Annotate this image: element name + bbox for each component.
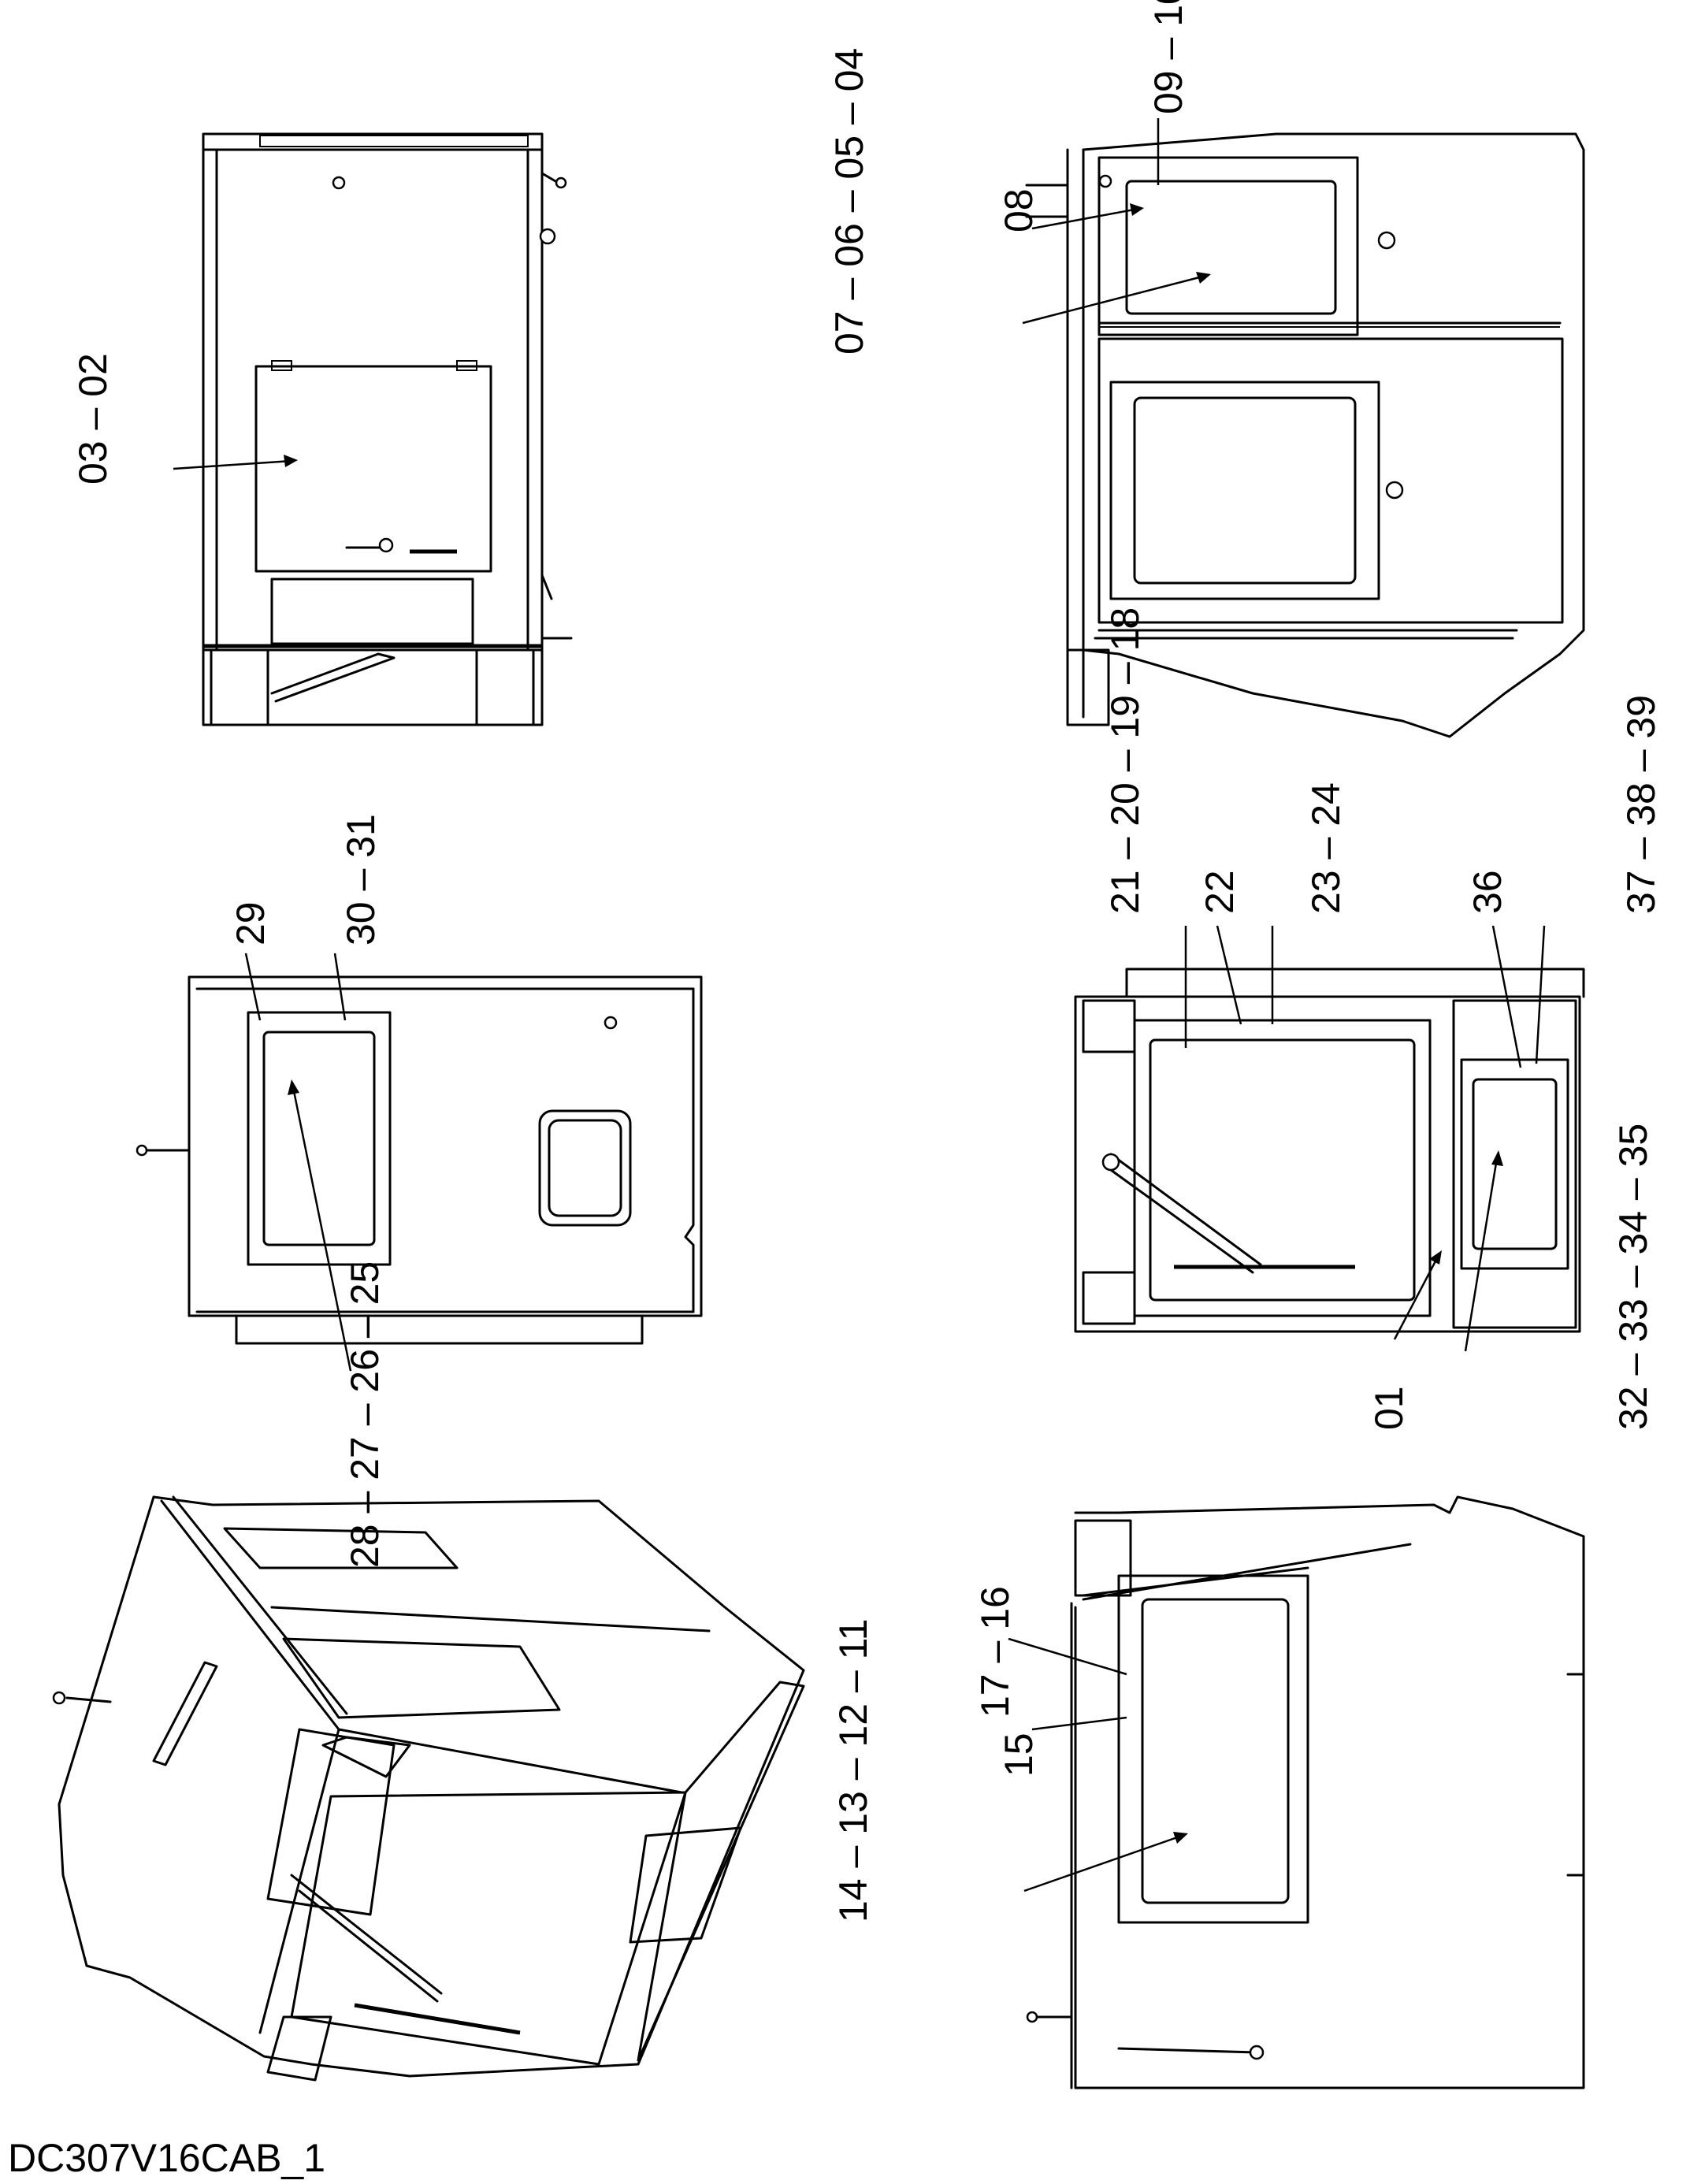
view-middle-left: 29 30 – 31 28 – 27 – 26 – 25	[136, 814, 703, 1568]
callout-17-16: 17 – 16	[973, 1586, 1017, 1718]
callout-36: 36	[1465, 870, 1510, 914]
callout-08: 08	[997, 188, 1041, 232]
callout-21-20-19-18: 21 – 20 – 19 – 18	[1103, 607, 1147, 914]
view-bottom-left	[52, 1495, 805, 2082]
callout-28-27-26-25: 28 – 27 – 26 – 25	[343, 1261, 387, 1568]
callout-22: 22	[1198, 870, 1242, 914]
view-top-left: 03 – 02	[71, 132, 573, 726]
callout-15: 15	[997, 1733, 1041, 1777]
callout-30-31: 30 – 31	[339, 814, 383, 945]
callout-29: 29	[228, 901, 273, 945]
callout-32-33-34-35: 32 – 33 – 34 – 35	[1611, 1124, 1655, 1430]
view-bottom-right: 17 – 16 15 14 – 13 – 12 – 11	[831, 1495, 1585, 2089]
drawing-code: DC307V16CAB_1	[8, 2136, 326, 2180]
callout-03-02: 03 – 02	[71, 353, 115, 485]
callout-23-24: 23 – 24	[1304, 782, 1348, 914]
callout-07-06-05-04: 07 – 06 – 05 – 04	[827, 48, 871, 355]
view-top-right: 09 – 10 08 07 – 06 – 05 – 04	[827, 0, 1585, 738]
callout-37-38-39: 37 – 38 – 39	[1619, 695, 1663, 914]
callout-14-13-12-11: 14 – 13 – 12 – 11	[831, 1618, 875, 1922]
callout-09-10: 09 – 10	[1146, 0, 1190, 114]
view-middle-right: 21 – 20 – 19 – 18 22 23 – 24 36 37 – 38 …	[1074, 607, 1663, 1430]
callout-01: 01	[1367, 1386, 1411, 1430]
